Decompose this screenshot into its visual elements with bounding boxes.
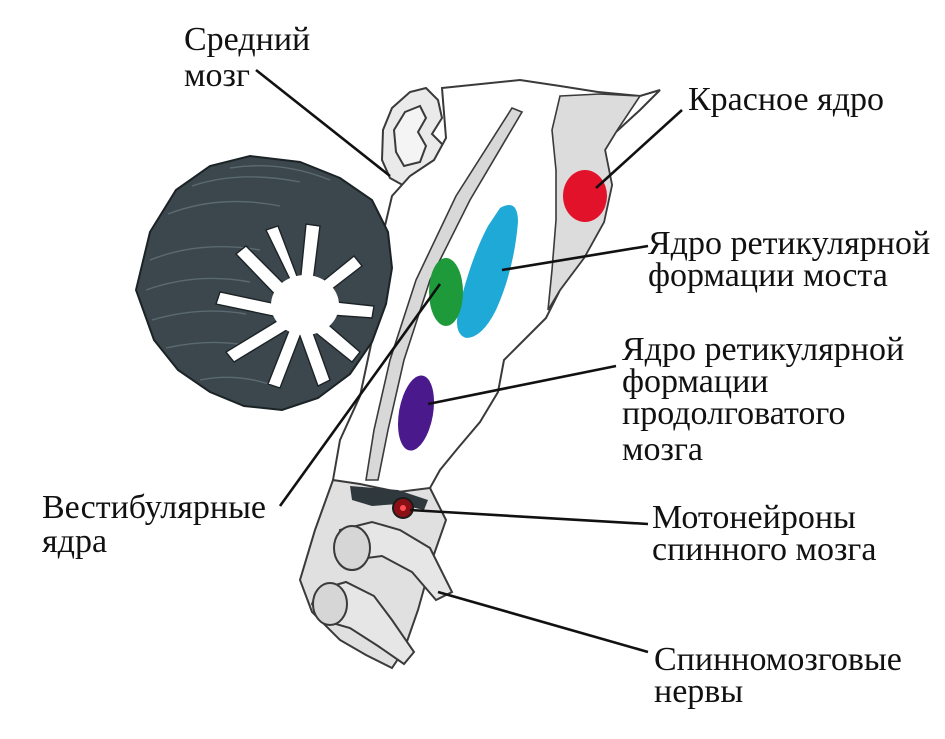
motoneurons-center (400, 505, 406, 511)
label-midbrain: Средний мозг (184, 21, 319, 94)
label-midbrain-line2: мозг (184, 57, 250, 94)
label-vestibular: Вестибулярные ядра (42, 489, 275, 560)
leader-motoneurons (409, 508, 649, 526)
leader-medullary-reticular (427, 364, 617, 406)
midbrain-ridge (392, 104, 428, 168)
label-midbrain-line1: Средний (184, 21, 310, 58)
arbor-core (271, 275, 339, 335)
leader-midbrain (255, 68, 391, 178)
label-pontine-reticular: Ядро ретикулярной формации моста (648, 225, 939, 294)
label-vestibular-line1: Вестибулярные (42, 489, 266, 526)
pontine-reticular-nucleus (457, 205, 518, 338)
label-medullary-reticular-line2: формации (622, 363, 768, 400)
red-nucleus (563, 170, 607, 222)
label-motoneurons: Мотонейроны спинного мозга (652, 499, 876, 568)
label-medullary-reticular-line4: мозга (622, 431, 703, 468)
fiber-tract (365, 107, 524, 481)
label-red-nucleus-line1: Красное ядро (688, 81, 884, 118)
vestibular-nuclei (429, 258, 463, 326)
medullary-reticular-nucleus (398, 375, 434, 451)
label-motoneurons-line2: спинного мозга (652, 531, 876, 568)
label-medullary-reticular: Ядро ретикулярной формации продолговатог… (622, 331, 913, 468)
brainstem-anatomy (134, 78, 661, 670)
label-motoneurons-line1: Мотонейроны (652, 499, 856, 536)
dorsal-root-ganglion-lower (312, 582, 348, 626)
label-spinal-nerves: Спинномозговые нервы (654, 641, 910, 710)
label-red-nucleus: Красное ядро (688, 81, 884, 118)
label-medullary-reticular-line3: продолговатого (622, 395, 845, 432)
dorsal-root-ganglion-upper (333, 525, 371, 571)
leader-red-nucleus (595, 109, 683, 189)
leader-spinal-nerves (437, 590, 649, 654)
label-pontine-reticular-line1: Ядро ретикулярной (648, 225, 930, 262)
cerebellum (134, 154, 394, 412)
leader-vestibular (278, 283, 442, 507)
label-spinal-nerves-line1: Спинномозговые (654, 641, 902, 678)
label-medullary-reticular-line1: Ядро ретикулярной (622, 331, 904, 368)
labels: Средний мозг Красное ядро Ядро ретикуляр… (42, 21, 939, 710)
label-pontine-reticular-line2: формации моста (648, 257, 888, 294)
label-vestibular-line2: ядра (42, 523, 107, 560)
leader-pontine-reticular (501, 244, 649, 272)
label-spinal-nerves-line2: нервы (654, 673, 743, 710)
leader-lines (255, 68, 683, 654)
